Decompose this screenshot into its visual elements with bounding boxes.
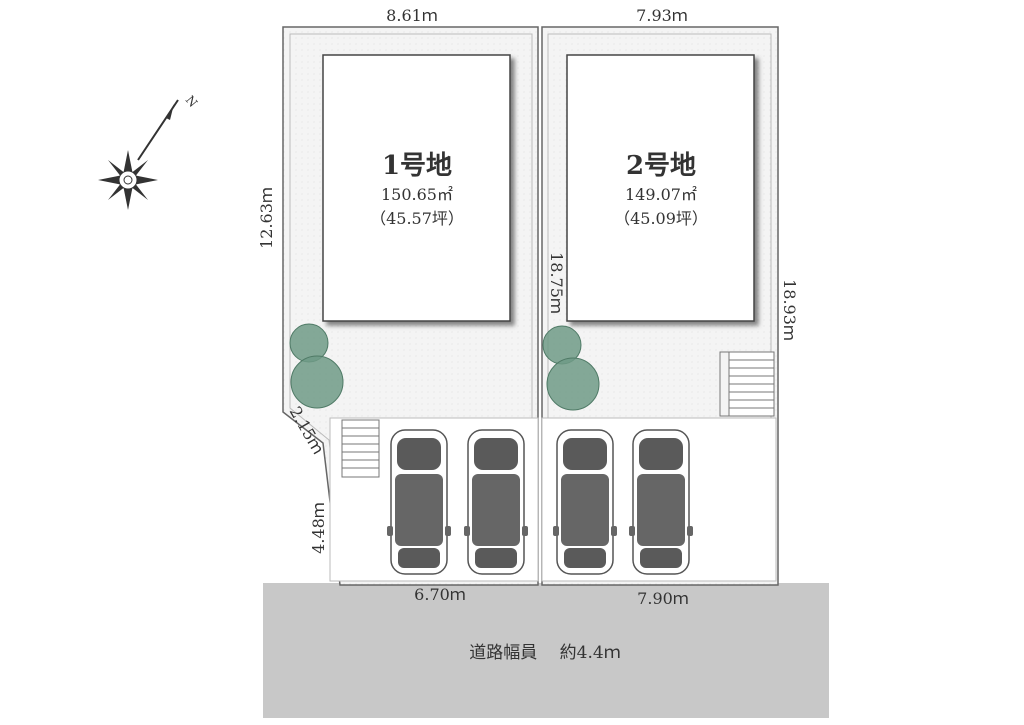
dim-lot1-left: 12.63ｍ [257,187,276,249]
lot-1-title: 1号地 [382,151,452,181]
dim-lot1-lower-left: 4.48ｍ [309,502,328,554]
lot-2-building [566,54,755,322]
compass-north-label: N [183,93,200,110]
lot-1-area: 150.65㎡ [381,185,453,204]
road [263,583,829,718]
car-icon [629,429,693,575]
lot-1-building [322,54,511,322]
lot-1-trees [289,323,344,409]
dim-lot2-frontage: 7.90ｍ [637,589,689,608]
car-icon [464,429,528,575]
parked-cars [387,429,693,575]
dim-lot1-top: 8.61ｍ [386,6,438,25]
road-width-label: 道路幅員 約4.4ｍ [469,643,620,663]
lot-2-title: 2号地 [626,151,696,181]
lot-2-tsubo: （45.09坪） [614,209,708,228]
lot-1-tsubo: （45.57坪） [370,209,464,228]
lot-2-area: 149.07㎡ [625,185,697,204]
lot-1-steps [341,419,380,478]
dim-lot2-top: 7.93ｍ [636,6,688,25]
lot-2-trees [542,325,600,411]
compass-rose-icon [98,99,179,210]
dim-lot1-right: 18.75ｍ [547,252,566,314]
dim-lot2-right: 18.93ｍ [780,279,799,341]
dim-lot1-frontage: 6.70ｍ [414,585,466,604]
car-icon [553,429,617,575]
lot-2-steps [719,351,775,417]
car-icon [387,429,451,575]
